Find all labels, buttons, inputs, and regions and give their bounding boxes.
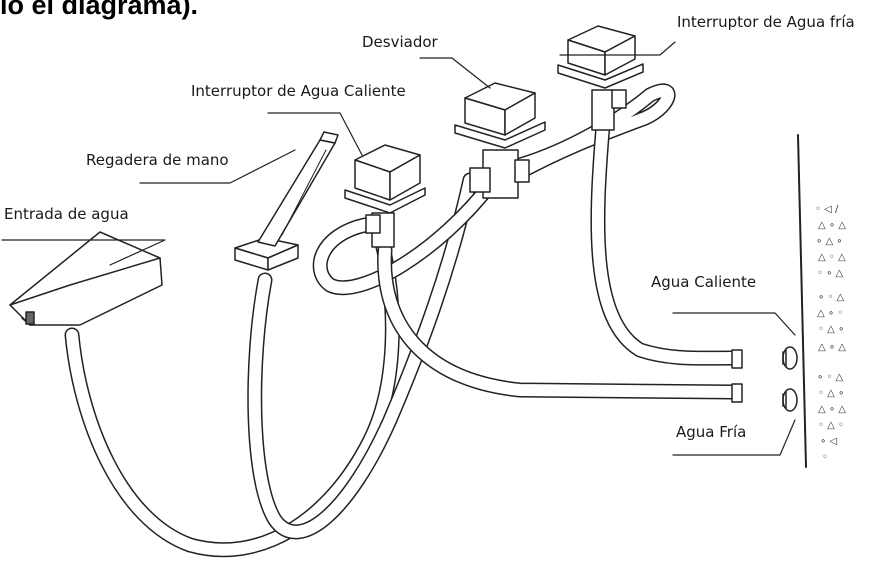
leader-cold-water: [672, 419, 796, 456]
svg-text:◦: ◦: [822, 452, 828, 463]
svg-text:∘ ◁: ∘ ◁: [820, 436, 837, 447]
spout: [9, 231, 163, 326]
svg-text:△ ∘ △: △ ∘ △: [818, 220, 846, 231]
hose-connectors: [731, 349, 743, 403]
wall-outlets: [782, 346, 798, 412]
svg-text:◦ ◁ /: ◦ ◁ /: [815, 204, 839, 215]
label-diverter: Desviador: [362, 33, 438, 51]
page-heading-fragment: lo el diagrama).: [0, 0, 199, 20]
label-water-inlet: Entrada de agua: [4, 205, 129, 223]
hot-switch: [344, 144, 426, 248]
spout-hose: [64, 227, 400, 558]
leader-lines: [1, 41, 796, 456]
cold-supply-hose: [377, 242, 743, 400]
hoses: [64, 83, 743, 558]
leader-diverter: [419, 57, 491, 89]
cold-switch: [557, 25, 644, 131]
svg-text:△ ◦ △: △ ◦ △: [818, 252, 846, 263]
wall: ◦ ◁ / △ ∘ △ ∘ △ ∘ △ ◦ △ ◦ ∘ △ ∘ ◦ △ △ ∘ …: [797, 134, 846, 468]
svg-text:∘ △ ∘: ∘ △ ∘: [816, 236, 843, 247]
label-hot-switch: Interruptor de Agua Caliente: [191, 82, 406, 100]
svg-text:◦ △ ◦: ◦ △ ◦: [818, 420, 844, 431]
leader-hot-water: [672, 312, 796, 336]
svg-text:△ ∘ ◦: △ ∘ ◦: [817, 308, 843, 319]
svg-text:◦ △ ∘: ◦ △ ∘: [818, 388, 844, 399]
label-hand-shower: Regadera de mano: [86, 151, 229, 169]
hot-supply-hose: [590, 117, 743, 366]
leader-hot-switch: [267, 112, 363, 156]
svg-text:∘ ◦ △: ∘ ◦ △: [818, 292, 845, 303]
label-cold-switch: Interruptor de Agua fría: [677, 13, 855, 31]
leader-hand-shower: [139, 149, 296, 184]
leader-water-inlet: [1, 239, 166, 266]
svg-text:∘ ◦ △: ∘ ◦ △: [817, 372, 844, 383]
diverter: [454, 82, 546, 199]
hand-shower-hose: [247, 172, 478, 540]
svg-text:◦ ∘ △: ◦ ∘ △: [817, 268, 844, 279]
hand-shower: [234, 131, 339, 271]
leader-cold-switch: [559, 41, 676, 56]
label-hot-water: Agua Caliente: [651, 273, 757, 291]
svg-text:△ ∘ △: △ ∘ △: [818, 342, 846, 353]
hot-loop-hose: [312, 177, 498, 296]
svg-text:◦ △ ∘: ◦ △ ∘: [818, 324, 844, 335]
label-cold-water: Agua Fría: [676, 423, 747, 441]
upper-arch-hose: [507, 83, 676, 183]
wall-texture: ◦ ◁ / △ ∘ △ ∘ △ ∘ △ ◦ △ ◦ ∘ △ ∘ ◦ △ △ ∘ …: [815, 204, 846, 463]
svg-text:△ ∘ △: △ ∘ △: [818, 404, 846, 415]
